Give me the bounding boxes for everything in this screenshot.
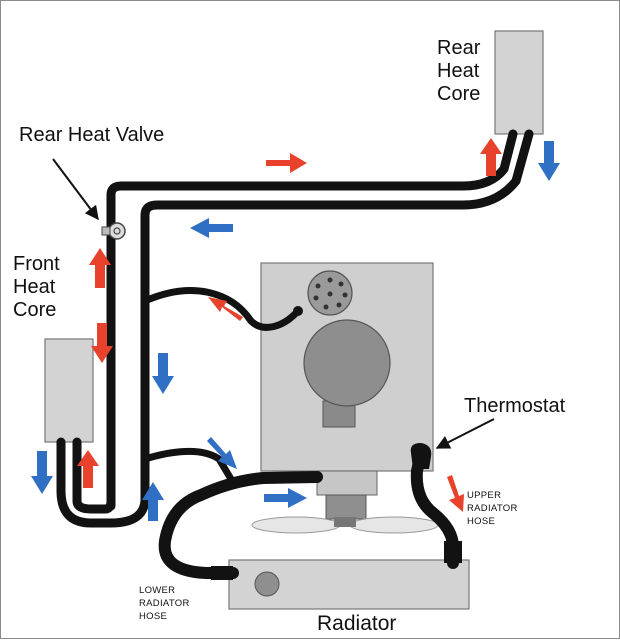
front-core-inlet-hose — [72, 437, 116, 514]
rear-heat-core-label: Rear Heat Core — [437, 37, 480, 106]
arrow-red-icon — [89, 248, 111, 288]
front-heat-core — [44, 338, 94, 443]
arrow-red-icon — [266, 153, 307, 173]
rear-heat-core-line-3: Core — [437, 83, 481, 105]
rear-heat-core — [494, 30, 544, 135]
arrow-blue-icon — [207, 437, 237, 469]
hot-flow-arrows — [77, 138, 502, 512]
lower-radiator-hose-line-1: LOWER — [139, 585, 176, 596]
thermostat-housing — [410, 443, 432, 469]
arrow-blue-icon — [31, 451, 53, 494]
rear-heat-valve-icon — [101, 222, 126, 240]
heater-outlet-fitting — [293, 306, 303, 316]
upper-radiator-hose-line-3: HOSE — [467, 515, 496, 527]
lower-radiator-hose-label: LOWER RADIATOR HOSE — [139, 585, 190, 623]
lower-radiator-hose — [158, 471, 323, 579]
front-heat-core-line-1: Front — [13, 253, 60, 275]
arrow-red-icon — [447, 475, 464, 512]
arrow-blue-icon — [142, 482, 164, 521]
front-heat-core-label: Front Heat Core — [13, 253, 60, 322]
heater-outlet-hose — [141, 287, 301, 331]
upper-radiator-hose — [410, 447, 459, 569]
arrow-blue-icon — [264, 488, 307, 508]
front-heat-core-line-2: Heat — [13, 276, 56, 298]
heater-return-hose — [141, 447, 235, 483]
lower-radiator-hose-line-2: RADIATOR — [139, 597, 190, 609]
fan-hub — [334, 517, 356, 527]
lower-hose-clamp — [211, 566, 233, 580]
rear-supply-hose — [106, 129, 518, 242]
front-core-outlet-hose — [56, 437, 150, 528]
cool-flow-arrows — [31, 141, 560, 521]
radiator-cap — [254, 571, 280, 597]
upper-radiator-hose-line-1: UPPER — [467, 490, 502, 501]
water-pump — [325, 494, 367, 520]
arrow-blue-icon — [190, 218, 233, 238]
arrow-red-icon — [77, 450, 99, 488]
water-pump-housing — [316, 470, 378, 496]
rear-heat-valve-label: Rear Heat Valve — [19, 124, 165, 146]
front-heat-core-line-3: Core — [13, 299, 57, 321]
rear-heat-core-line-1: Rear — [437, 37, 481, 59]
rear-return-hose — [140, 129, 534, 268]
rear-heat-valve-pointer — [52, 158, 99, 221]
arrow-blue-icon — [538, 141, 560, 181]
thermostat-pointer — [435, 418, 495, 449]
arrow-red-icon — [208, 297, 243, 321]
fan-blade-left — [251, 516, 341, 534]
fan-blade-right — [349, 516, 439, 534]
radiator-label: Radiator — [317, 612, 397, 635]
arrow-red-icon — [91, 323, 113, 363]
lower-radiator-hose-line-3: HOSE — [139, 610, 168, 622]
thermostat-label: Thermostat — [464, 395, 566, 417]
arrow-blue-icon — [152, 353, 174, 394]
upper-radiator-hose-line-2: RADIATOR — [467, 502, 518, 514]
rear-heat-core-line-2: Heat — [437, 60, 480, 82]
arrow-red-icon — [480, 138, 502, 176]
upper-radiator-hose-label: UPPER RADIATOR HOSE — [467, 490, 518, 528]
upper-hose-clamp — [444, 541, 462, 563]
engine-pulley — [303, 319, 391, 407]
distributor-terminals — [313, 277, 348, 310]
